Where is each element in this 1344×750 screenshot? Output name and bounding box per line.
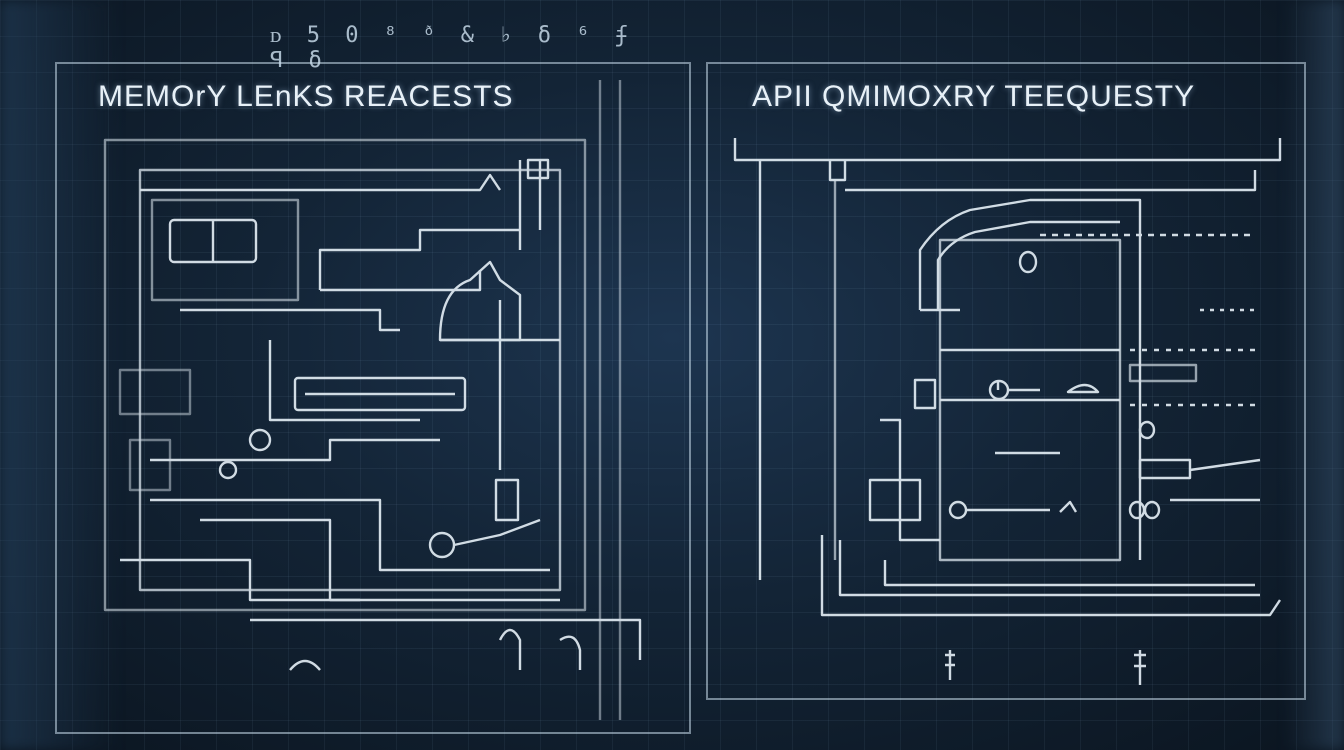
blurred-right-edge xyxy=(1284,0,1344,750)
left-circuit-lines xyxy=(103,80,642,720)
right-circuit-lines xyxy=(733,138,1282,685)
blurred-left-edge xyxy=(0,0,120,750)
left-schematic-panel xyxy=(55,62,691,734)
right-panel-title: APII QMIMOXRY TEEQUESTY xyxy=(752,80,1196,113)
top-glyph-strip: ᴅ 5 0 ⁸ ᶞ & ♭ δ ⁶ ʄ ꟼ δ xyxy=(270,23,634,73)
left-panel-title: MEMOrY LEnKS REACESTS xyxy=(98,80,514,113)
right-schematic-panel xyxy=(706,62,1306,700)
